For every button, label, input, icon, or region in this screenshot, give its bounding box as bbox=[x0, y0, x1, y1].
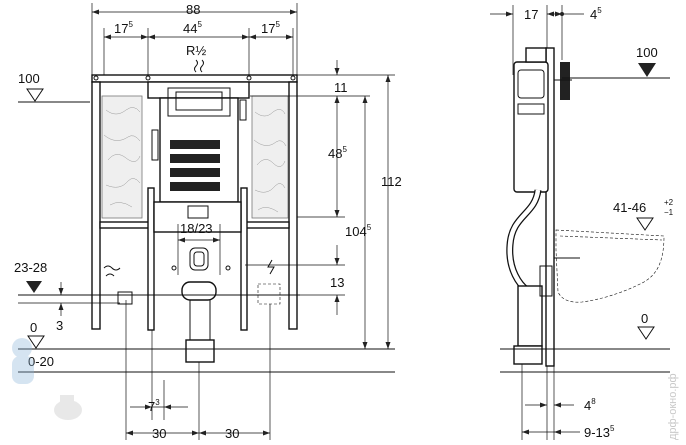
dim-7-sup: 3 bbox=[155, 398, 160, 407]
dim-center: 445 bbox=[183, 20, 202, 36]
dim-center-sup: 5 bbox=[197, 20, 202, 29]
side-level-100: 100 bbox=[636, 45, 658, 60]
dim-3: 3 bbox=[56, 318, 63, 333]
side-dim-4-5: 45 bbox=[590, 6, 602, 22]
watermark-text: дрф-окно.рф bbox=[667, 373, 679, 440]
dim-30-left: 30 bbox=[152, 426, 166, 441]
side-dim-41-46-main: 41-46 bbox=[613, 200, 646, 215]
dim-right-offset-main: 17 bbox=[261, 21, 275, 36]
cistern-body bbox=[147, 81, 250, 99]
level-marker-23-28 bbox=[18, 281, 120, 296]
dim-104-sup: 5 bbox=[367, 223, 372, 232]
level-marker-0-left bbox=[18, 335, 395, 373]
dim-center-main: 44 bbox=[183, 21, 197, 36]
toilet-bowl-outline bbox=[555, 229, 665, 303]
dim-11: 11 bbox=[334, 80, 348, 95]
side-cistern bbox=[513, 61, 549, 193]
side-dim-9-13-main: 9-13 bbox=[584, 425, 610, 440]
dim-7: 73 bbox=[148, 398, 160, 414]
front-view: 88 175 445 175 R½ 100 bbox=[14, 2, 402, 441]
side-tol-plus: +2 bbox=[664, 198, 674, 207]
side-dim-9-13-sup: 5 bbox=[610, 424, 615, 433]
thread-label: R½ bbox=[186, 43, 206, 58]
dim-23-28: 23-28 bbox=[14, 260, 47, 275]
dim-30-right: 30 bbox=[225, 426, 239, 441]
side-view: 17 45 100 41-46 +2 −1 0 bbox=[490, 5, 674, 440]
watermark-mascot bbox=[12, 338, 82, 420]
dim-104: 1045 bbox=[345, 223, 372, 239]
bottom-dimensions bbox=[125, 300, 271, 440]
dim-104-main: 104 bbox=[345, 224, 367, 239]
dim-0-20: 0-20 bbox=[28, 354, 54, 369]
frame-assembly bbox=[90, 74, 300, 363]
dim-left-offset: 175 bbox=[114, 20, 133, 36]
side-dim-4-5-main: 4 bbox=[590, 7, 597, 22]
water-inlet-symbol bbox=[194, 59, 204, 73]
level-marker-100-left bbox=[18, 88, 90, 103]
level-0-left: 0 bbox=[30, 320, 37, 335]
side-dim-4-8-sup: 8 bbox=[591, 397, 596, 406]
side-dim-17: 17 bbox=[524, 7, 538, 22]
side-level-0: 0 bbox=[641, 311, 648, 326]
wood-panel-left bbox=[101, 95, 143, 219]
dim-18-23: 18/23 bbox=[180, 221, 213, 236]
dim-left-offset-main: 17 bbox=[114, 21, 128, 36]
side-tol-minus: −1 bbox=[664, 208, 674, 217]
support-left bbox=[147, 187, 155, 331]
dim-48: 485 bbox=[328, 145, 347, 161]
dim-total-width: 88 bbox=[186, 2, 200, 17]
dim-13: 13 bbox=[330, 275, 344, 290]
top-dimensions bbox=[91, 3, 298, 75]
wood-panel-right bbox=[251, 95, 289, 219]
side-dim-4-5-sup: 5 bbox=[597, 6, 602, 15]
side-dim-4-8-main: 4 bbox=[584, 398, 591, 413]
dim-48-sup: 5 bbox=[342, 145, 347, 154]
side-frame-bar bbox=[545, 47, 555, 367]
dim-right-offset-sup: 5 bbox=[275, 20, 280, 29]
dim-right-offset: 175 bbox=[261, 20, 280, 36]
side-dim-4-8: 48 bbox=[584, 397, 596, 413]
side-dim-41-46: 41-46 bbox=[613, 200, 646, 215]
support-right bbox=[240, 187, 248, 331]
drain-symbol bbox=[103, 265, 121, 277]
side-dim-9-13: 9-135 bbox=[584, 424, 615, 440]
dim-left-offset-sup: 5 bbox=[128, 20, 133, 29]
dim-48-main: 48 bbox=[328, 146, 342, 161]
power-symbol bbox=[267, 259, 275, 275]
dim-112: 112 bbox=[381, 174, 402, 189]
dim-7-main: 7 bbox=[148, 399, 155, 414]
level-100-left: 100 bbox=[18, 71, 40, 86]
